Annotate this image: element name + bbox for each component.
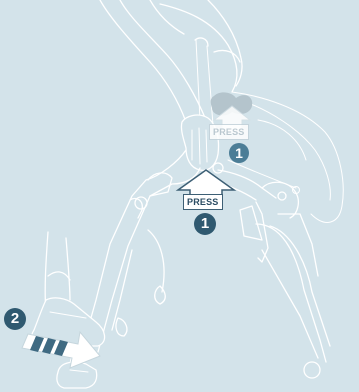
step-1-badge-front: 1 [194,213,216,235]
step-2-badge: 2 [4,308,26,330]
person-arm [100,0,219,170]
step-1-badge-back: 1 [229,143,249,163]
press-label-front: PRESS [183,194,223,210]
press-label-back: PRESS [209,124,249,140]
